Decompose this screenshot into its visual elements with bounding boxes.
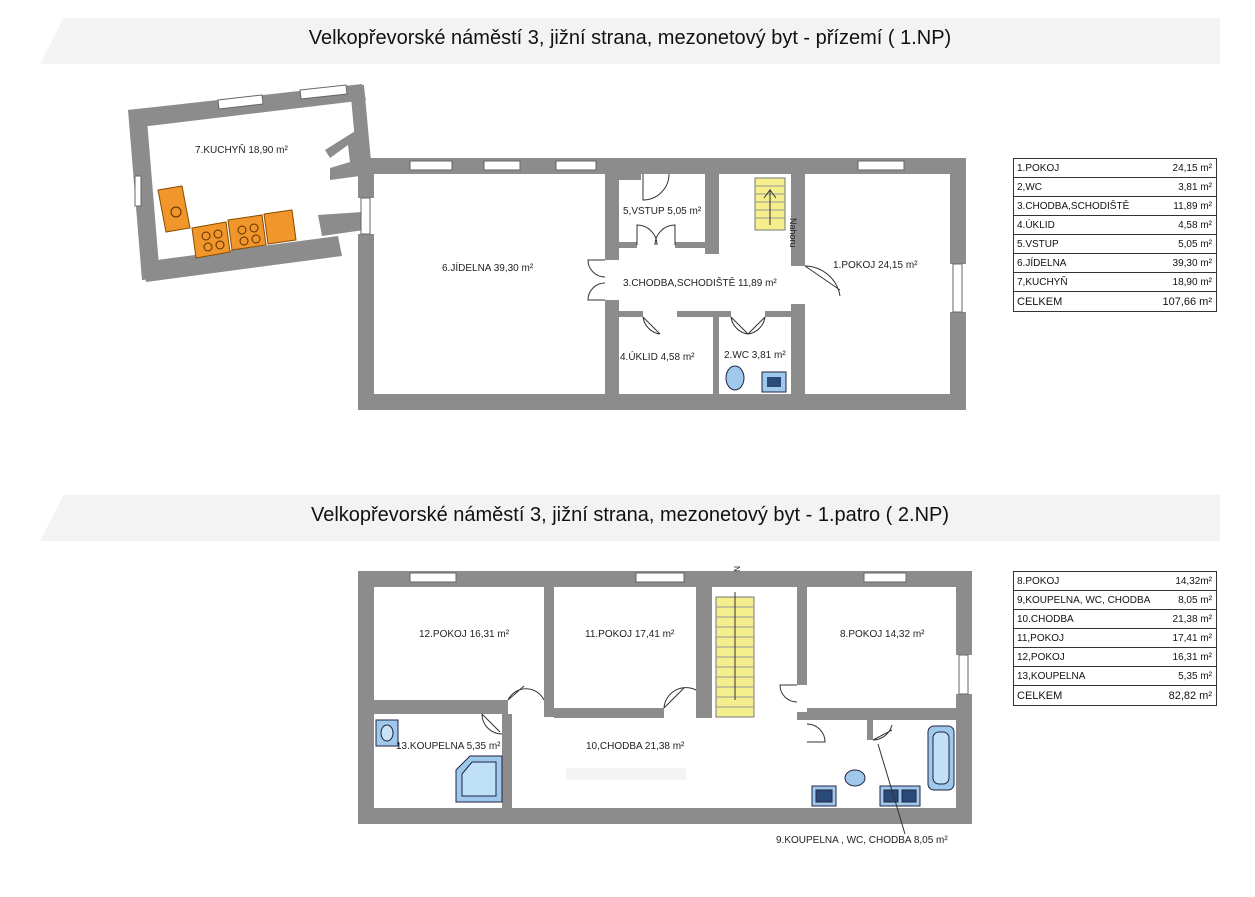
floor1-kitchen-walls: [128, 84, 372, 282]
floor1-room-dining: 6.JÍDELNA 39,30 m²: [442, 261, 534, 274]
floor2-room-bath13: 13.KOUPELNA 5,35 m²: [396, 741, 501, 752]
floor2-doors: [481, 684, 893, 743]
floor2-stairs-label: N: [732, 566, 741, 572]
floor2-title-banner: Velkopřevorské náměstí 3, jižní strana, …: [40, 495, 1220, 541]
floor1-windows: [360, 160, 963, 313]
floor1-room-kitchen: 7.KUCHYŇ 18,90 m²: [195, 143, 288, 156]
floor2-bath9-leader: [877, 743, 906, 835]
floor2-room-bath9: 9.KOUPELNA , WC, CHODBA 8,05 m²: [776, 835, 948, 846]
floor2-room-11: 11.POKOJ 17,41 m²: [585, 629, 675, 640]
floor1-title-banner: Velkopřevorské náměstí 3, jižní strana, …: [40, 18, 1220, 64]
floor2-stairs: [715, 592, 755, 718]
floor1-wc-fixtures: [725, 365, 787, 393]
floor1-title: Velkopřevorské náměstí 3, jižní strana, …: [308, 27, 952, 49]
floor1-plan: 7.KUCHYŇ 18,90 m² 6.JÍDELNA 39,30 m² 5,V…: [128, 84, 966, 410]
floor2-room-12: 12.POKOJ 16,31 m²: [419, 629, 510, 640]
floor2-plan: 12.POKOJ 16,31 m² 11.POKOJ 17,41 m² 8.PO…: [358, 566, 972, 846]
floor1-room-hall: 3.CHODBA,SCHODIŠTĚ 11,89 m²: [623, 276, 777, 289]
floor1-room-entry: 5,VSTUP 5,05 m²: [623, 206, 702, 217]
floor1-kitchen-units: [157, 185, 297, 259]
floor2-windows: [409, 572, 969, 695]
floor2-bath-fixtures: [375, 719, 955, 807]
floor1-stairs: [754, 177, 786, 231]
floor1-stairs-label: Nahoru: [788, 218, 798, 248]
floor1-kitchen-windows: [134, 84, 348, 207]
floor2-hall-strip: [566, 768, 686, 780]
floor2-title: Velkopřevorské náměstí 3, jižní strana, …: [310, 504, 950, 526]
floor2-room-hall10: 10,CHODBA 21,38 m²: [586, 741, 685, 752]
floor1-room-1: 1.POKOJ 24,15 m²: [833, 260, 918, 271]
floor1-doors: [587, 173, 841, 335]
floor1-room-wc: 2.WC 3,81 m²: [724, 350, 786, 361]
floor1-room-cleaning: 4.ÚKLID 4,58 m²: [620, 350, 695, 363]
floor2-room-8: 8.POKOJ 14,32 m²: [840, 629, 925, 640]
